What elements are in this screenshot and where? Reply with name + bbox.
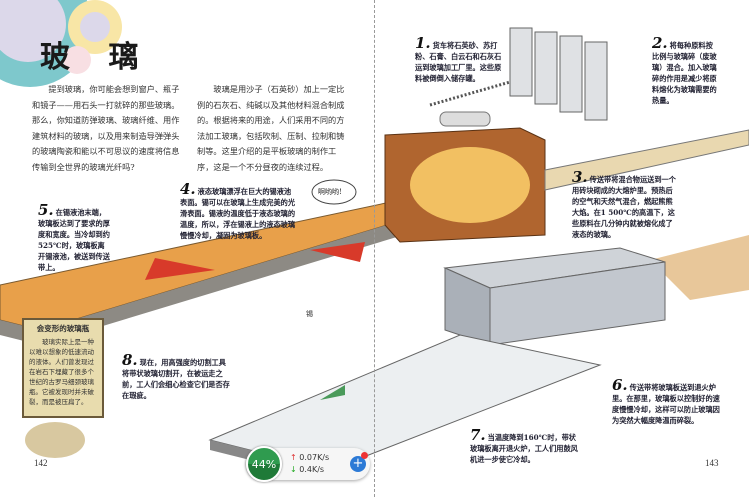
speech-bubble-shape xyxy=(311,179,357,205)
step-8: 8.现在，用高强度的切割工具将带状玻璃切割开，在被运走之前，工人们会细心检查它们… xyxy=(122,351,230,401)
page-number-right: 143 xyxy=(705,458,719,468)
download-speed: ↓ 0.4K/s xyxy=(290,465,324,474)
step-4: 4.液态玻璃漂浮在巨大的锡液池表面。锡可以在玻璃上生成完美的光滑表面。锡液的温度… xyxy=(180,180,296,241)
download-arrow-icon: ↓ xyxy=(290,465,297,474)
glass-sheet-right xyxy=(650,235,749,300)
step-7: 7.当温度降到160℃时，带状玻璃板离开退火炉，工人们用鼓风机进一步使它冷却。 xyxy=(470,426,578,465)
page-divider xyxy=(374,0,375,497)
upload-arrow-icon: ↑ xyxy=(290,453,297,462)
step-1: 1.货车将石英砂、苏打粉、石膏、白云石和石灰石运到玻璃加工厂里。这些原料被倒倒入… xyxy=(415,34,502,84)
memory-percent[interactable]: 44% xyxy=(246,446,282,482)
upload-value: 0.07K/s xyxy=(299,453,330,462)
download-value: 0.4K/s xyxy=(299,465,325,474)
conveyor-belt xyxy=(544,129,749,191)
page-title: 玻 璃 xyxy=(40,40,153,75)
sidebar-box-text: 玻璃实际上是一种以难以想象的低速流动的液体。人们曾发现过在岩石下埋藏了很多个世纪… xyxy=(29,338,94,406)
sidebar-box: 会变形的玻璃瓶 玻璃实际上是一种以难以想象的低速流动的液体。人们曾发现过在岩石下… xyxy=(22,318,104,418)
silos xyxy=(509,27,608,121)
sidebar-box-title: 会变形的玻璃瓶 xyxy=(36,324,90,333)
rail-track xyxy=(429,80,511,107)
step-3: 3.传送带将混合物运送到一个用砖块砌成的大熔炉里。预热后的空气和天然气混合，燃起… xyxy=(572,168,676,240)
furnace xyxy=(384,111,546,243)
tin-label: 锡 xyxy=(306,310,313,318)
gear-decoration xyxy=(0,0,122,87)
speech-bubble: 啊哟哟! xyxy=(318,188,342,196)
step-6: 6.传送带将玻璃板送到退火炉里。在那里，玻璃板以控制好的速度慢慢冷却，这样可以防… xyxy=(612,376,720,426)
annealing-lehr xyxy=(443,247,666,346)
step-2: 2.将每种原料按比例与玻璃碎（废玻璃）混合。加入玻璃碎的作用是减少将原料熔化为玻… xyxy=(652,34,717,106)
intro-text-left: 提到玻璃，你可能会想到窗户、瓶子和镜子——用石头一打就碎的那些玻璃。那么，你知道… xyxy=(32,84,180,172)
upload-speed: ↑ 0.07K/s xyxy=(290,453,329,462)
float-bath xyxy=(0,199,422,345)
page-number-left: 142 xyxy=(34,458,48,468)
flattened-bottle xyxy=(25,422,85,458)
intro-text-right: 玻璃是用沙子（石英砂）加上一定比例的石灰石、纯碱以及其他材料混合制成的。根据将来… xyxy=(197,84,345,172)
notification-dot-icon xyxy=(361,452,368,459)
step-5: 5.在锡液池末端，玻璃板达到了要求的厚度和宽度。当冷却到约525℃时，玻璃板离开… xyxy=(38,201,110,273)
plus-icon[interactable]: + xyxy=(350,456,366,472)
